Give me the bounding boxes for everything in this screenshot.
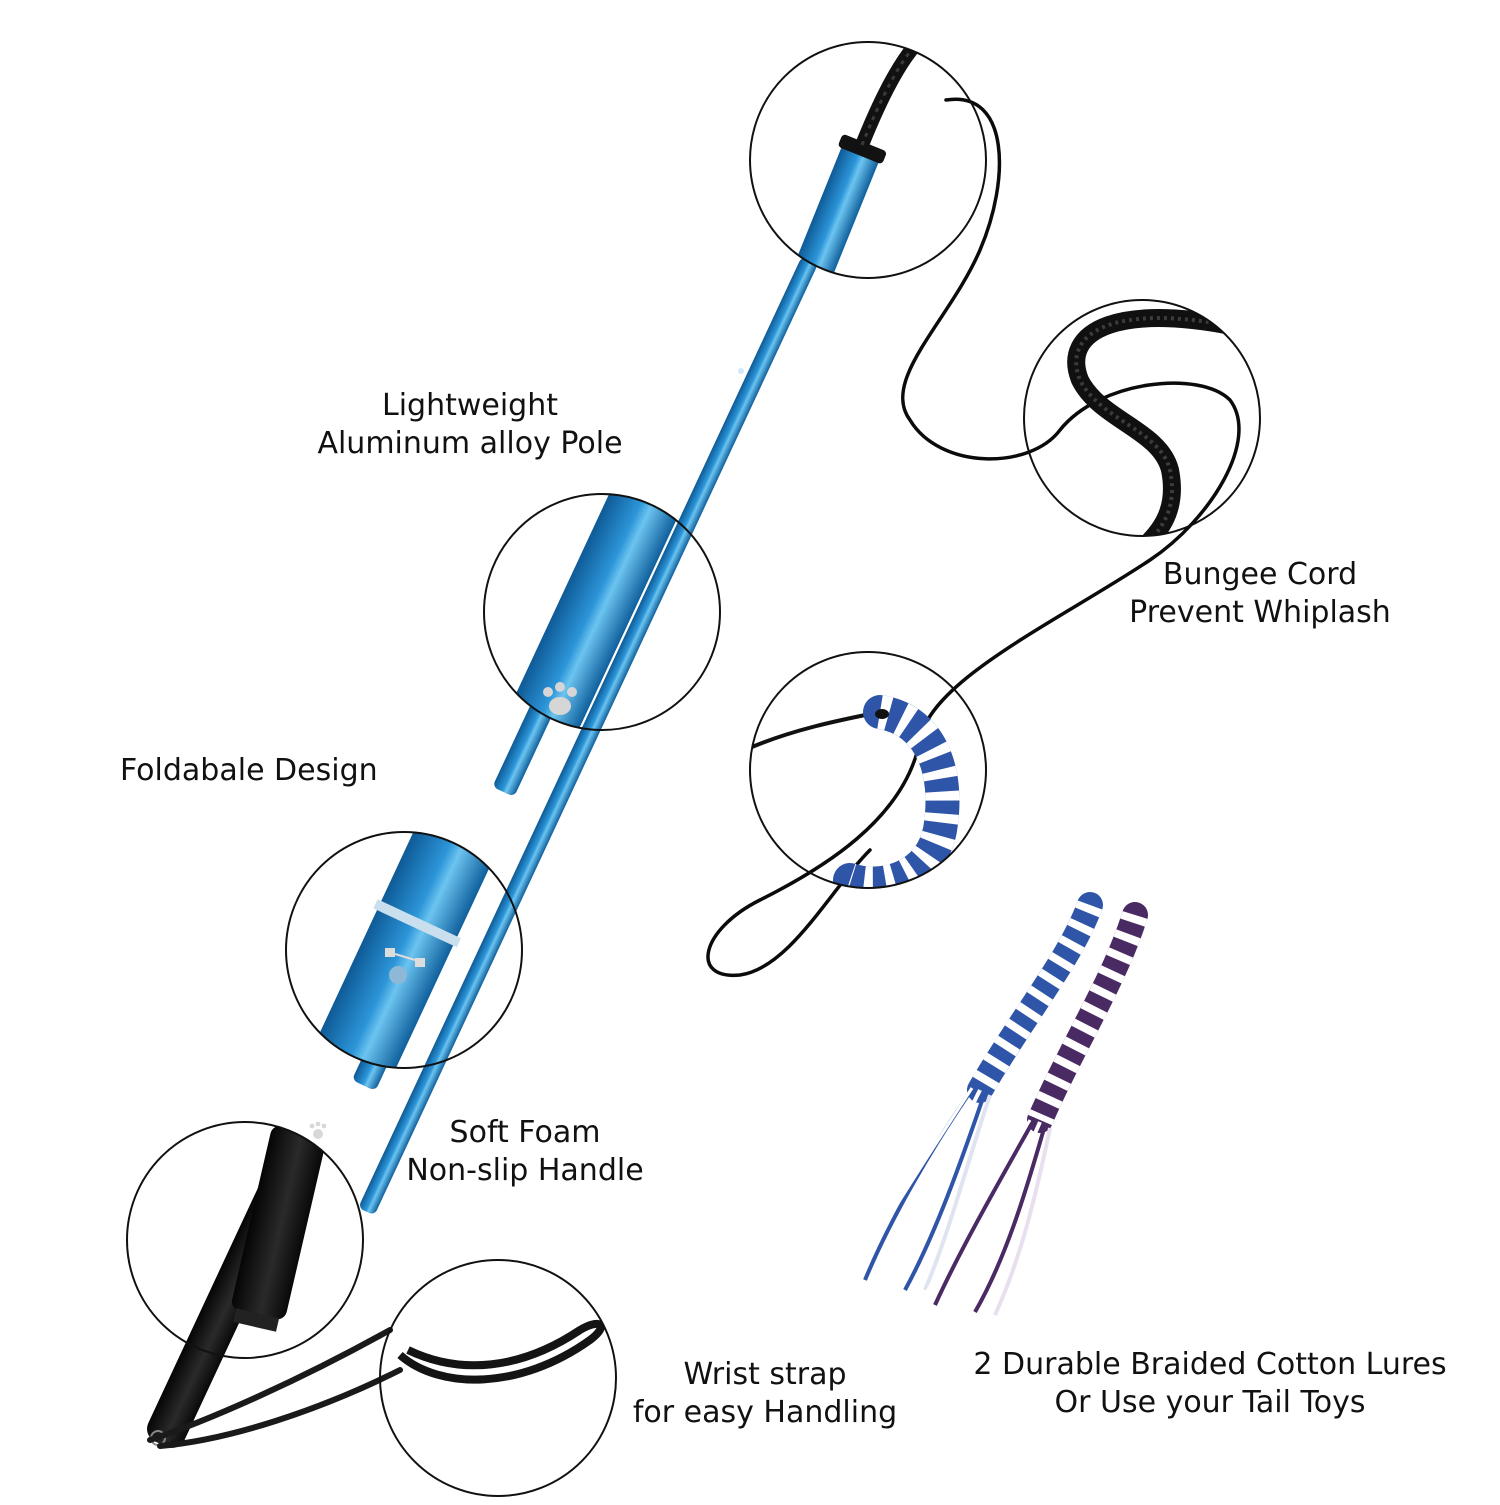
lure-purple bbox=[923, 902, 1148, 1316]
label-line: Bungee Cord bbox=[1162, 557, 1358, 592]
label-line: for easy Handling bbox=[632, 1395, 898, 1430]
label-wrist-strap: Wrist strap for easy Handling bbox=[605, 1356, 925, 1432]
label-foam-handle: Soft Foam Non-slip Handle bbox=[380, 1114, 670, 1190]
label-line: Aluminum alloy Pole bbox=[317, 426, 623, 461]
label-line: Or Use your Tail Toys bbox=[1054, 1385, 1366, 1420]
lure-blue bbox=[856, 892, 1103, 1291]
label-line: Lightweight bbox=[381, 388, 558, 423]
paw-print-icon bbox=[309, 1121, 327, 1139]
label-line: Non-slip Handle bbox=[406, 1153, 644, 1188]
detail-circle-wrist-strap bbox=[379, 1259, 617, 1497]
label-line: Prevent Whiplash bbox=[1129, 595, 1391, 630]
label-line: 2 Durable Braided Cotton Lures bbox=[973, 1347, 1447, 1382]
wrist-strap bbox=[147, 1327, 403, 1449]
label-bungee-cord: Bungee Cord Prevent Whiplash bbox=[1100, 556, 1420, 632]
label-line: Foldabale Design bbox=[120, 753, 378, 788]
label-cotton-lures: 2 Durable Braided Cotton Lures Or Use yo… bbox=[940, 1346, 1480, 1422]
bungee-cord bbox=[706, 97, 1241, 977]
lock-unlock-icon bbox=[385, 948, 425, 984]
detail-circle-fold-section bbox=[483, 493, 721, 731]
detail-circle-lure-knot bbox=[749, 651, 987, 889]
label-lightweight-pole: Lightweight Aluminum alloy Pole bbox=[300, 387, 640, 463]
detail-circle-lock bbox=[285, 831, 523, 1069]
detail-circle-bungee bbox=[1023, 299, 1261, 537]
label-foldable-design: Foldabale Design bbox=[120, 752, 420, 790]
joint-dot bbox=[738, 368, 744, 374]
label-line: Wrist strap bbox=[683, 1357, 847, 1392]
paw-print-icon bbox=[543, 682, 577, 715]
detail-circle-foam-handle bbox=[126, 1121, 364, 1359]
label-line: Soft Foam bbox=[449, 1115, 601, 1150]
detail-circle-pole-tip bbox=[749, 41, 987, 279]
